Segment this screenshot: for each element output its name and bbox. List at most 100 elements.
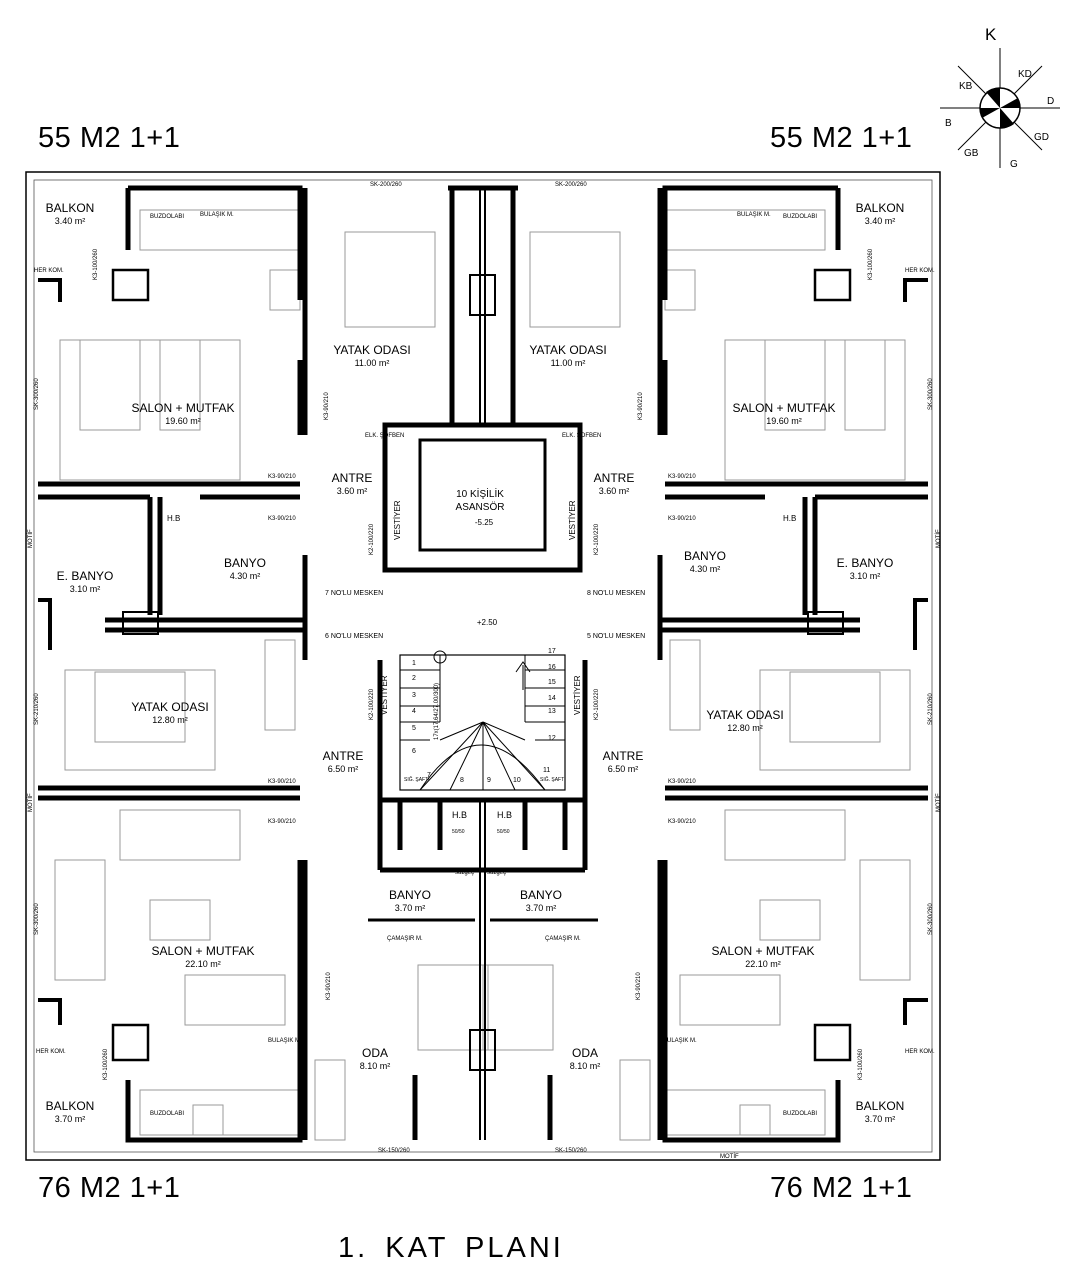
- room-name-yatak-mr: YATAK ODASI: [706, 708, 783, 722]
- room-name-ebanyo-r: E. BANYO: [837, 556, 894, 570]
- door-k3-6: K3-90/210: [268, 819, 296, 825]
- window-sk150-1: SK-150/260: [378, 1148, 410, 1154]
- furniture-layer: [54, 209, 911, 1141]
- elevator-level: -5.25: [475, 518, 494, 527]
- room-name-banyo-bl: BANYO: [389, 888, 431, 902]
- annotations: 10 KİŞİLİK ASANSÖR -5.25 +2.50 17x(17.64…: [27, 182, 942, 1160]
- door-k3-1: K3-90/210: [268, 474, 296, 480]
- vestiyer-label-3: VESTİYER: [380, 675, 389, 715]
- door-k3-2: K3-90/210: [268, 516, 296, 522]
- room-name-salon-tl: SALON + MUTFAK: [131, 401, 234, 415]
- window-sk150-2: SK-150/260: [555, 1148, 587, 1154]
- stair-step-number: 14: [548, 695, 556, 702]
- window-sk200-1: SK-200/260: [370, 182, 402, 188]
- window-sk300-2: SK-300/260: [928, 378, 934, 410]
- appliance-fridge-2: BUZDOLABI: [783, 214, 817, 220]
- window-sk300-4: SK-300/260: [928, 903, 934, 935]
- window-sk210-1: SK-210/260: [34, 693, 40, 725]
- room-area-ebanyo-r: 3.10 m²: [850, 571, 881, 581]
- room-name-banyo-tl: BANYO: [224, 556, 266, 570]
- window-sk210-2: SK-210/260: [928, 693, 934, 725]
- stair-step-number: 4: [412, 708, 416, 715]
- room-area-balkon-tr: 3.40 m²: [865, 216, 896, 226]
- room-area-antre-ml: 6.50 m²: [328, 764, 359, 774]
- herkom-2: HER KOM.: [905, 268, 935, 274]
- drain-label-2: süzgeç: [487, 870, 506, 876]
- elevator-label-2: ASANSÖR: [456, 501, 505, 513]
- room-name-banyo-tr: BANYO: [684, 549, 726, 563]
- vestiyer-label-4: VESTİYER: [573, 675, 582, 715]
- mesken-6-label: 6 NO'LU MESKEN: [325, 633, 383, 640]
- door-k3-3: K3-90/210: [668, 474, 696, 480]
- room-name-oda-br: ODA: [572, 1046, 598, 1060]
- unit-label-bottom-left: 76 M2 1+1: [38, 1172, 181, 1204]
- hb-label-stair-right: H.B: [497, 810, 512, 820]
- room-name-antre-ml: ANTRE: [323, 749, 364, 763]
- compass-west: B: [945, 118, 952, 129]
- stair-step-number: 9: [487, 777, 491, 784]
- appliance-fridge-3: BUZDOLABI: [150, 1111, 184, 1117]
- door-k2-3: K2-100/220: [369, 688, 375, 720]
- door-k3-4: K3-90/210: [668, 516, 696, 522]
- unit-label-bottom-right: 76 M2 1+1: [770, 1172, 913, 1204]
- room-name-yatak-tl: YATAK ODASI: [333, 343, 410, 357]
- room-name-salon-bl: SALON + MUTFAK: [151, 944, 254, 958]
- motif-bottom: MOTİF: [720, 1153, 739, 1160]
- room-area-ebanyo-l: 3.10 m²: [70, 584, 101, 594]
- room-area-yatak-tr: 11.00 m²: [551, 358, 586, 368]
- herkom-3: HER KOM.: [36, 1049, 66, 1055]
- window-sk300-3: SK-300/260: [34, 903, 40, 935]
- vestiyer-label-2: VESTİYER: [568, 500, 577, 540]
- compass-south: G: [1010, 159, 1018, 170]
- appliance-dishwasher-2: BULAŞIK M.: [737, 212, 771, 218]
- window-sk300-1: SK-300/260: [34, 378, 40, 410]
- appliance-dishwasher-3: BULAŞIK M.: [268, 1038, 302, 1044]
- door-k2-2: K2-100/220: [594, 523, 600, 555]
- compass-southeast: GD: [1034, 132, 1049, 143]
- room-area-salon-br: 22.10 m²: [745, 959, 781, 969]
- room-area-yatak-mr: 12.80 m²: [727, 723, 763, 733]
- appliance-fridge-4: BUZDOLABI: [783, 1111, 817, 1117]
- door-k3b-3: K3-100/260: [103, 1048, 109, 1080]
- compass-northeast: KD: [1018, 69, 1032, 80]
- room-area-banyo-br: 3.70 m²: [526, 903, 557, 913]
- room-area-antre-mr: 6.50 m²: [608, 764, 639, 774]
- stair-step-number: 5: [412, 725, 416, 732]
- stair-step-number: 13: [548, 708, 556, 715]
- door-k2-1: K2-100/220: [369, 523, 375, 555]
- motif-right-1: MOTİF: [935, 529, 942, 548]
- shaft-label-1: SIĞ. ŞAFTI: [404, 776, 430, 783]
- stair-step-number: 6: [412, 748, 416, 755]
- elevator-label: 10 KİŞİLİK: [456, 487, 504, 500]
- stair-step-number: 10: [513, 777, 521, 784]
- compass-east: D: [1047, 96, 1054, 107]
- room-area-salon-tl: 19.60 m²: [165, 416, 201, 426]
- room-name-salon-tr: SALON + MUTFAK: [732, 401, 835, 415]
- appliance-dishwasher-4: BULAŞIK M.: [663, 1038, 697, 1044]
- vestiyer-label-1: VESTİYER: [393, 500, 402, 540]
- walls: [38, 185, 928, 1143]
- room-area-balkon-tl: 3.40 m²: [55, 216, 86, 226]
- room-name-antre-tl: ANTRE: [332, 471, 373, 485]
- hb-label-stair-left: H.B: [452, 810, 467, 820]
- appliance-fridge-1: BUZDOLABI: [150, 214, 184, 220]
- room-area-salon-bl: 22.10 m²: [185, 959, 221, 969]
- stair-step-number: 12: [548, 735, 556, 742]
- herkom-1: HER KOM.: [34, 268, 64, 274]
- room-area-yatak-tl: 11.00 m²: [355, 358, 390, 368]
- room-name-balkon-tl: BALKON: [46, 201, 95, 215]
- stair-step-number: 7: [427, 772, 431, 779]
- appliance-washer-2: ÇAMAŞIR M.: [545, 936, 581, 942]
- room-area-antre-tr: 3.60 m²: [599, 486, 630, 496]
- motif-left-2: MOTİF: [27, 793, 34, 812]
- door-k3-8: K3-90/210: [668, 819, 696, 825]
- compass-north: K: [985, 25, 997, 44]
- door-k3b-4: K3-100/260: [858, 1048, 864, 1080]
- elk-label-1: ELK. ŞOFBEN: [365, 433, 404, 439]
- landing-level: +2.50: [477, 618, 498, 627]
- window-sk200-2: SK-200/260: [555, 182, 587, 188]
- compass-southwest: GB: [964, 148, 979, 159]
- hb-dim-1: 50/50: [452, 829, 465, 835]
- stair-step-number: 16: [548, 664, 556, 671]
